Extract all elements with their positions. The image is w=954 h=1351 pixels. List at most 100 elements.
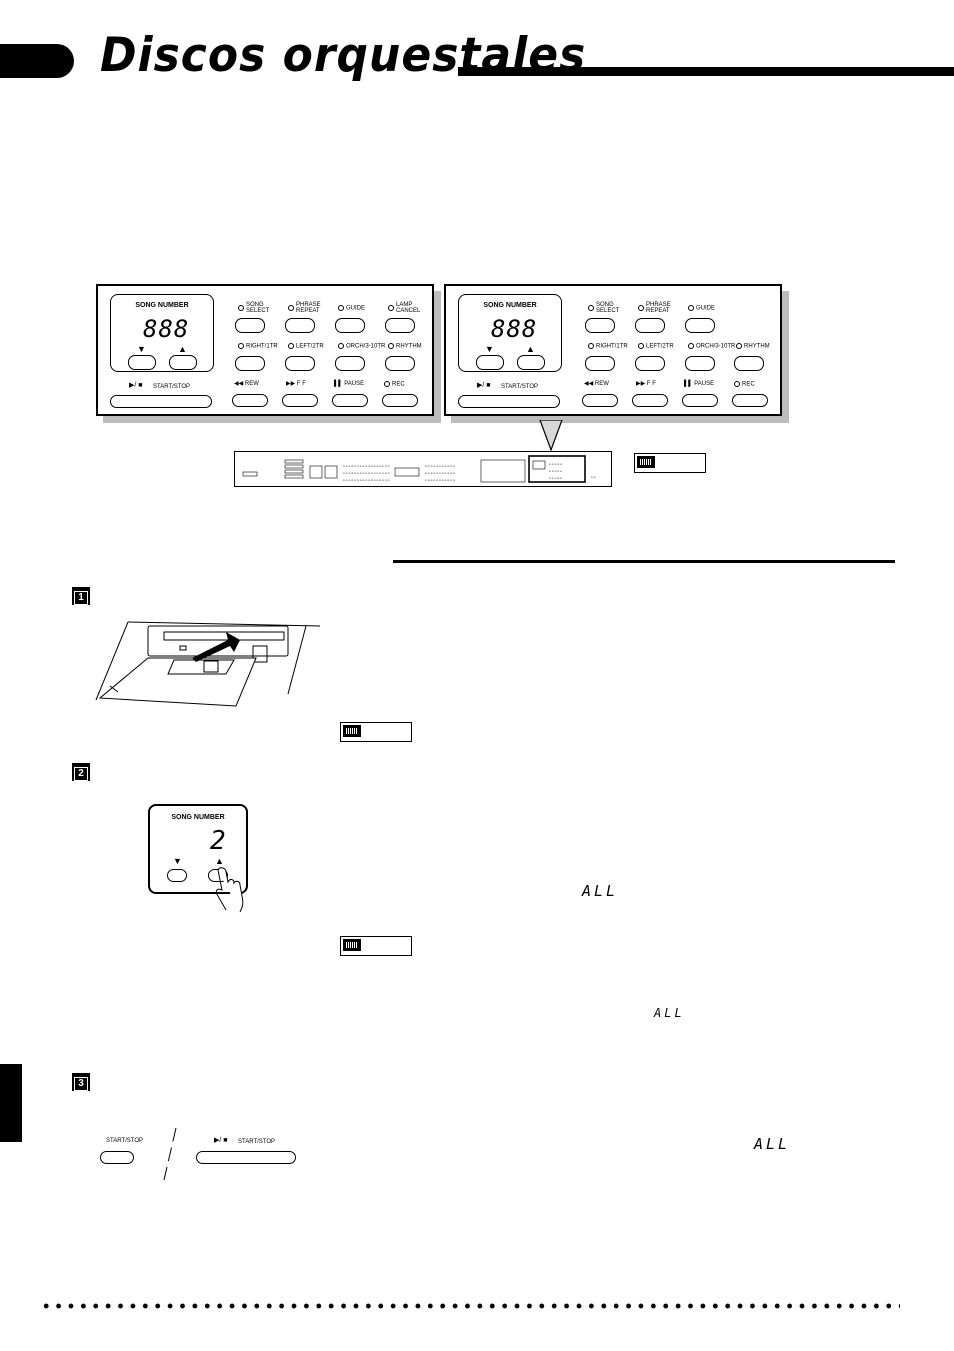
song-select-button[interactable] bbox=[235, 318, 265, 333]
pointer-triangle bbox=[539, 420, 563, 452]
left-2tr-led bbox=[638, 343, 644, 349]
rec-label: REC bbox=[392, 381, 405, 388]
pause-button[interactable] bbox=[332, 394, 368, 407]
svg-text:o o o o o o o o o o o o o o o: o o o o o o o o o o o o o o o o o bbox=[343, 464, 390, 468]
orch-button[interactable] bbox=[335, 356, 365, 371]
up-arrow-icon: ▲ bbox=[215, 856, 224, 866]
svg-text:o o o o o o o o o o o o o o o: o o o o o o o o o o o o o o o o o bbox=[343, 478, 390, 482]
song-down-button[interactable] bbox=[128, 355, 156, 370]
guide-led bbox=[688, 305, 694, 311]
rew-label: REW bbox=[244, 381, 259, 387]
orch-label: ORCH/3-10TR bbox=[346, 343, 386, 350]
note-icon bbox=[634, 453, 706, 473]
song-number-display: 888 bbox=[491, 315, 538, 343]
step-1-marker: 1 bbox=[72, 587, 90, 605]
step-3-marker: 3 bbox=[72, 1073, 90, 1091]
lamp-cancel-button[interactable] bbox=[385, 318, 415, 333]
song-up-button[interactable] bbox=[517, 355, 545, 370]
lcd-all-readout: ALL bbox=[754, 1135, 791, 1153]
phrase-repeat-led bbox=[638, 305, 644, 311]
right-1tr-label: RIGHT/1TR bbox=[246, 343, 278, 350]
left-2tr-button[interactable] bbox=[285, 356, 315, 371]
rew-button[interactable] bbox=[582, 394, 618, 407]
left-2tr-led bbox=[288, 343, 294, 349]
svg-text:o o o o o o o o o o o: o o o o o o o o o o o bbox=[425, 464, 455, 468]
ff-button[interactable] bbox=[282, 394, 318, 407]
song-up-button[interactable] bbox=[169, 355, 197, 370]
song-select-label: SONG SELECT bbox=[246, 302, 270, 314]
start-stop-label: START/STOP bbox=[153, 384, 191, 390]
side-tab bbox=[0, 1064, 22, 1142]
down-arrow-icon: ▼ bbox=[485, 344, 494, 354]
left-2tr-label: LEFT/2TR bbox=[646, 343, 674, 350]
rec-button[interactable] bbox=[732, 394, 768, 407]
lamp-cancel-label: LAMP CANCEL bbox=[396, 302, 421, 314]
rew-button[interactable] bbox=[232, 394, 268, 407]
rec-label: REC bbox=[742, 381, 755, 388]
orch-led bbox=[338, 343, 344, 349]
ff-label: F F bbox=[646, 381, 656, 387]
ff-button[interactable] bbox=[632, 394, 668, 407]
header-tab bbox=[0, 44, 74, 78]
down-arrow-icon: ▼ bbox=[137, 344, 146, 354]
right-1tr-button[interactable] bbox=[235, 356, 265, 371]
rew-icon: ◀◀ bbox=[234, 381, 244, 387]
svg-text:o o o o o o o o o o o: o o o o o o o o o o o bbox=[425, 471, 455, 475]
orch-led bbox=[688, 343, 694, 349]
start-stop-long-button[interactable] bbox=[196, 1151, 296, 1164]
left-2tr-label: LEFT/2TR bbox=[296, 343, 324, 350]
start-stop-button[interactable] bbox=[110, 395, 212, 408]
song-select-led bbox=[588, 305, 594, 311]
ff-icon: ▶▶ bbox=[286, 381, 296, 387]
orch-label: ORCH/3-10TR bbox=[696, 343, 736, 350]
right-1tr-button[interactable] bbox=[585, 356, 615, 371]
start-stop-button[interactable] bbox=[100, 1151, 134, 1164]
rhythm-button[interactable] bbox=[734, 356, 764, 371]
start-stop-label: START/STOP bbox=[238, 1139, 276, 1145]
rew-icon: ◀◀ bbox=[584, 381, 594, 387]
instrument-overview-graphic: o o o o o o o o o o o o o o o o o o o o … bbox=[242, 455, 596, 483]
song-number-label: SONG NUMBER bbox=[171, 814, 225, 821]
start-stop-label: START/STOP bbox=[501, 384, 539, 390]
svg-text:o o o o o o o o o o o o o o o: o o o o o o o o o o o o o o o o o bbox=[343, 471, 390, 475]
guide-button[interactable] bbox=[335, 318, 365, 333]
ff-icon: ▶▶ bbox=[636, 381, 646, 387]
phrase-repeat-button[interactable] bbox=[285, 318, 315, 333]
rhythm-led bbox=[736, 343, 742, 349]
footer-dot-rule bbox=[40, 1303, 900, 1309]
pause-label: PAUSE bbox=[344, 381, 365, 387]
rhythm-button[interactable] bbox=[385, 356, 415, 371]
song-select-button[interactable] bbox=[585, 318, 615, 333]
svg-text:o o o o o: o o o o o bbox=[549, 469, 562, 473]
right-1tr-led bbox=[238, 343, 244, 349]
svg-text:o o: o o bbox=[591, 475, 596, 479]
rec-button[interactable] bbox=[382, 394, 418, 407]
section-rule bbox=[393, 560, 895, 563]
phrase-repeat-button[interactable] bbox=[635, 318, 665, 333]
pause-icon: ▌▌ bbox=[684, 381, 693, 387]
guide-label: GUIDE bbox=[696, 305, 716, 312]
pause-button[interactable] bbox=[682, 394, 718, 407]
guide-button[interactable] bbox=[685, 318, 715, 333]
phrase-repeat-label: PHRASE REPEAT bbox=[296, 302, 321, 314]
song-number-label: SONG NUMBER bbox=[135, 302, 189, 309]
ff-label: F F bbox=[296, 381, 306, 387]
orch-button[interactable] bbox=[685, 356, 715, 371]
play-stop-icon: ▶/ ■ bbox=[477, 382, 491, 389]
rec-led bbox=[734, 381, 740, 387]
floppy-disk-insertion-illustration bbox=[95, 621, 321, 707]
song-down-button[interactable] bbox=[476, 355, 504, 370]
note-icon bbox=[340, 936, 412, 956]
song-number-display: 888 bbox=[143, 315, 190, 343]
control-panel-right: SONG NUMBER 888 ▼ ▲ ▶/ ■ START/STOP SONG… bbox=[444, 284, 782, 416]
song-number-box: SONG NUMBER 888 ▼ ▲ bbox=[458, 294, 562, 372]
song-number-box: SONG NUMBER 888 ▼ ▲ bbox=[110, 294, 214, 372]
pause-label: PAUSE bbox=[694, 381, 715, 387]
song-down-button[interactable] bbox=[167, 869, 187, 882]
note-icon bbox=[340, 722, 412, 742]
play-stop-icon: ▶/ ■ bbox=[129, 382, 143, 389]
start-stop-button[interactable] bbox=[458, 395, 560, 408]
up-arrow-icon: ▲ bbox=[526, 344, 535, 354]
left-2tr-button[interactable] bbox=[635, 356, 665, 371]
song-number-closeup: SONG NUMBER 2 ▼ ▲ bbox=[148, 804, 248, 894]
